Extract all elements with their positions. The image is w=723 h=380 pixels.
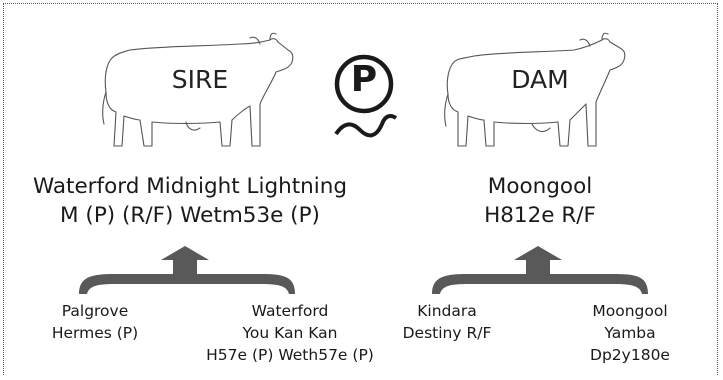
dam-label: DAM — [511, 65, 569, 94]
polled-letter: P — [350, 59, 378, 100]
parent-line: Palgrove — [61, 302, 129, 320]
dam-id-line: H812e R/F — [484, 203, 596, 228]
dam-parent-2: Moongool Yamba Dp2y180e — [565, 300, 695, 366]
parent-line: Kindara — [417, 302, 477, 320]
sire-label: SIRE — [171, 65, 229, 94]
parent-line: Yamba — [604, 324, 656, 342]
sire-cow-icon — [102, 32, 294, 147]
parent-line: Waterford — [251, 302, 329, 320]
diagram-frame — [3, 3, 718, 375]
sire-name-line: Waterford Midnight Lightning — [32, 174, 348, 199]
sire-name: Waterford Midnight Lightning M (P) (R/F)… — [20, 172, 360, 230]
dam-brace-arrow — [432, 246, 648, 294]
polled-symbol-icon — [334, 54, 398, 138]
parent-line: You Kan Kan — [242, 324, 338, 342]
parent-line: Destiny R/F — [402, 324, 492, 342]
sire-id-line: M (P) (R/F) Wetm53e (P) — [60, 203, 320, 228]
parent-line: Hermes (P) — [51, 324, 139, 342]
dam-name: Moongool H812e R/F — [440, 172, 640, 230]
dam-name-line: Moongool — [487, 174, 593, 199]
sire-parent-1: Palgrove Hermes (P) — [30, 300, 160, 344]
sire-brace-arrow — [79, 246, 295, 294]
parent-line: H57e (P) Weth57e (P) — [206, 346, 374, 364]
parent-line: Dp2y180e — [590, 346, 670, 364]
dam-parent-1: Kindara Destiny R/F — [392, 300, 502, 344]
sire-parent-2: Waterford You Kan Kan H57e (P) Weth57e (… — [195, 300, 385, 366]
dam-cow-icon — [444, 32, 626, 147]
parent-line: Moongool — [592, 302, 668, 320]
